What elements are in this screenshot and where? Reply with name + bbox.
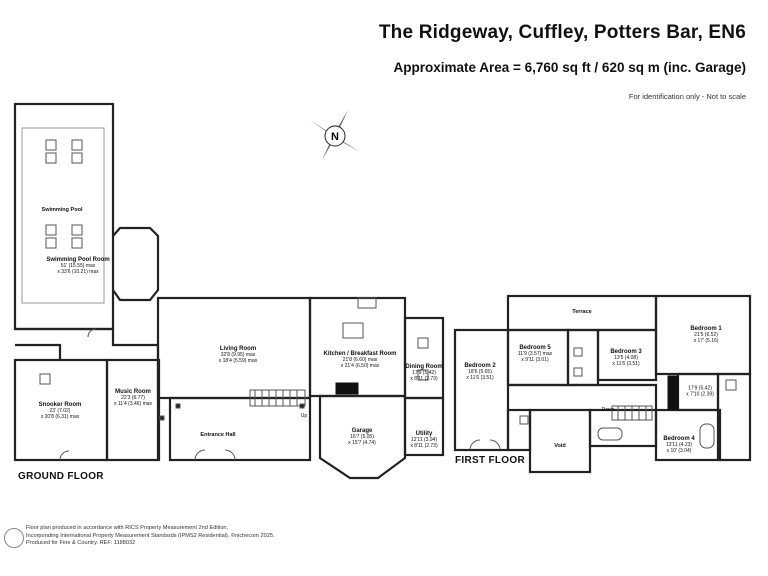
room-dimension: x 10' (3.04) (666, 447, 692, 454)
room-dimension: x 18'4 (5.59) max (218, 357, 258, 364)
room-dimension: 12'11 (3.94) (410, 436, 438, 443)
room-dimension: 23' (7.02) (49, 407, 71, 414)
room-name: Utility (415, 430, 433, 437)
room-dimension: 51' (15.55) max (60, 262, 96, 269)
room-name: Swimming Pool Room (46, 256, 110, 263)
room-dimension: x 7'10 (2.39) (686, 391, 714, 397)
room-dimension: 18'6 (5.65) (468, 368, 492, 375)
room-dimension: x 17' (5.16) (693, 337, 719, 344)
dressing-room: 17'9 (5.42) x 7'10 (2.39) (686, 385, 714, 398)
terrace-label: Terrace (572, 309, 592, 315)
footer-line: Produced for Fine & Country. REF: 118803… (26, 540, 136, 547)
ground-floor-details (21, 127, 429, 461)
snooker-room: Snooker Room 23' (7.02) x 20'8 (6.31) ma… (39, 402, 82, 420)
room-dimension: 16'7 (5.05) (350, 433, 374, 440)
room-dimension: 32'8 (9.95) max (220, 351, 256, 358)
room-dimension: x 20'8 (6.31) max (40, 413, 80, 420)
room-name: Bedroom 5 (519, 344, 551, 351)
room-dimension: x 33'6 (10.21) max (57, 268, 99, 275)
ground-floor-label: GROUND FLOOR (18, 471, 104, 482)
room-name: Snooker Room (38, 401, 82, 408)
dining-room: Dining Room 17'9 (5.42) x 8'11 (2.73) (405, 364, 442, 382)
room-dimension: x 21'4 (6.50) max (340, 362, 380, 369)
room-dimension: 17'9 (5.42) (412, 369, 436, 376)
stairs-up-label: Up (300, 413, 308, 419)
stairs-down-label: Down (601, 407, 615, 413)
nichecom-logo-icon (4, 528, 24, 548)
kitchen-breakfast-room: Kitchen / Breakfast Room 21'8 (6.60) max… (323, 351, 396, 369)
approximate-area: Approximate Area = 6,760 sq ft / 620 sq … (393, 60, 746, 75)
room-dimension: x 11'4 (3.46) max (113, 400, 153, 407)
room-dimension: 17'9 (5.42) (688, 385, 712, 392)
room-name: Dining Room (405, 363, 443, 370)
music-room: Music Room 22'3 (6.77) x 11'4 (3.46) max (114, 389, 152, 407)
swimming-pool-label: Swimming Pool (41, 207, 83, 213)
bedroom-4: Bedroom 4 13'11 (4.23) x 10' (3.04) (663, 436, 694, 454)
room-dimension: x 8'11 (2.73) (410, 442, 438, 449)
swimming-pool-room: Swimming Pool Room 51' (15.55) max x 33'… (46, 257, 109, 275)
bedroom-3: Bedroom 3 13'5 (4.08) x 11'6 (3.51) (610, 349, 641, 367)
ground-floor-walls (13, 102, 445, 480)
room-dimension: x 9'11 (3.01) (521, 356, 549, 363)
property-title: The Ridgeway, Cuffley, Potters Bar, EN6 (378, 22, 746, 43)
room-dimension: x 8'11 (2.73) (410, 375, 438, 382)
identification-note: For identification only - Not to scale (628, 92, 746, 101)
room-dimension: x 11'6 (3.51) (466, 374, 494, 381)
first-floor-label: FIRST FLOOR (455, 455, 525, 466)
compass-icon: N (310, 110, 360, 160)
room-name: Garage (351, 427, 373, 434)
room-name: Bedroom 1 (690, 325, 722, 332)
room-dimension: x 11'6 (3.51) (612, 360, 640, 367)
room-dimension: 21'5 (6.52) (694, 331, 718, 338)
room-dimension: 13'5 (4.08) (614, 354, 638, 361)
entrance-hall-label: Entrance Hall (200, 432, 236, 438)
room-dimension: x 15'7 (4.74) (348, 439, 376, 446)
living-room: Living Room 32'8 (9.95) max x 18'4 (5.59… (219, 346, 257, 364)
first-floor-walls (453, 294, 752, 474)
room-name: Living Room (219, 345, 257, 352)
room-name: Bedroom 2 (464, 362, 496, 369)
first-floor-details (469, 347, 737, 451)
room-name: Bedroom 3 (610, 348, 642, 355)
garage: Garage 16'7 (5.05) x 15'7 (4.74) (348, 428, 376, 446)
room-name: Bedroom 4 (663, 435, 695, 442)
void-label: Void (554, 443, 566, 449)
compass-north-letter: N (331, 131, 339, 143)
footer-line: Floor plan produced in accordance with R… (26, 525, 229, 531)
room-dimension: 22'3 (6.77) (121, 394, 145, 401)
room-dimension: 21'8 (6.60) max (342, 356, 378, 363)
room-dimension: 13'11 (4.23) (665, 441, 693, 448)
room-name: Music Room (115, 388, 151, 395)
room-name: Kitchen / Breakfast Room (323, 350, 397, 357)
utility-room: Utility 12'11 (3.94) x 8'11 (2.73) (410, 431, 437, 449)
footer-line: Incorporating International Property Mea… (26, 532, 275, 539)
bedroom-1: Bedroom 1 21'5 (6.52) x 17' (5.16) (690, 326, 721, 344)
room-dimension: 11'9 (3.57) max (517, 350, 553, 357)
footer-notes: Floor plan produced in accordance with R… (26, 525, 275, 548)
bedroom-2: Bedroom 2 18'6 (5.65) x 11'6 (3.51) (464, 363, 495, 381)
bedroom-5: Bedroom 5 11'9 (3.57) max x 9'11 (3.01) (518, 345, 552, 363)
